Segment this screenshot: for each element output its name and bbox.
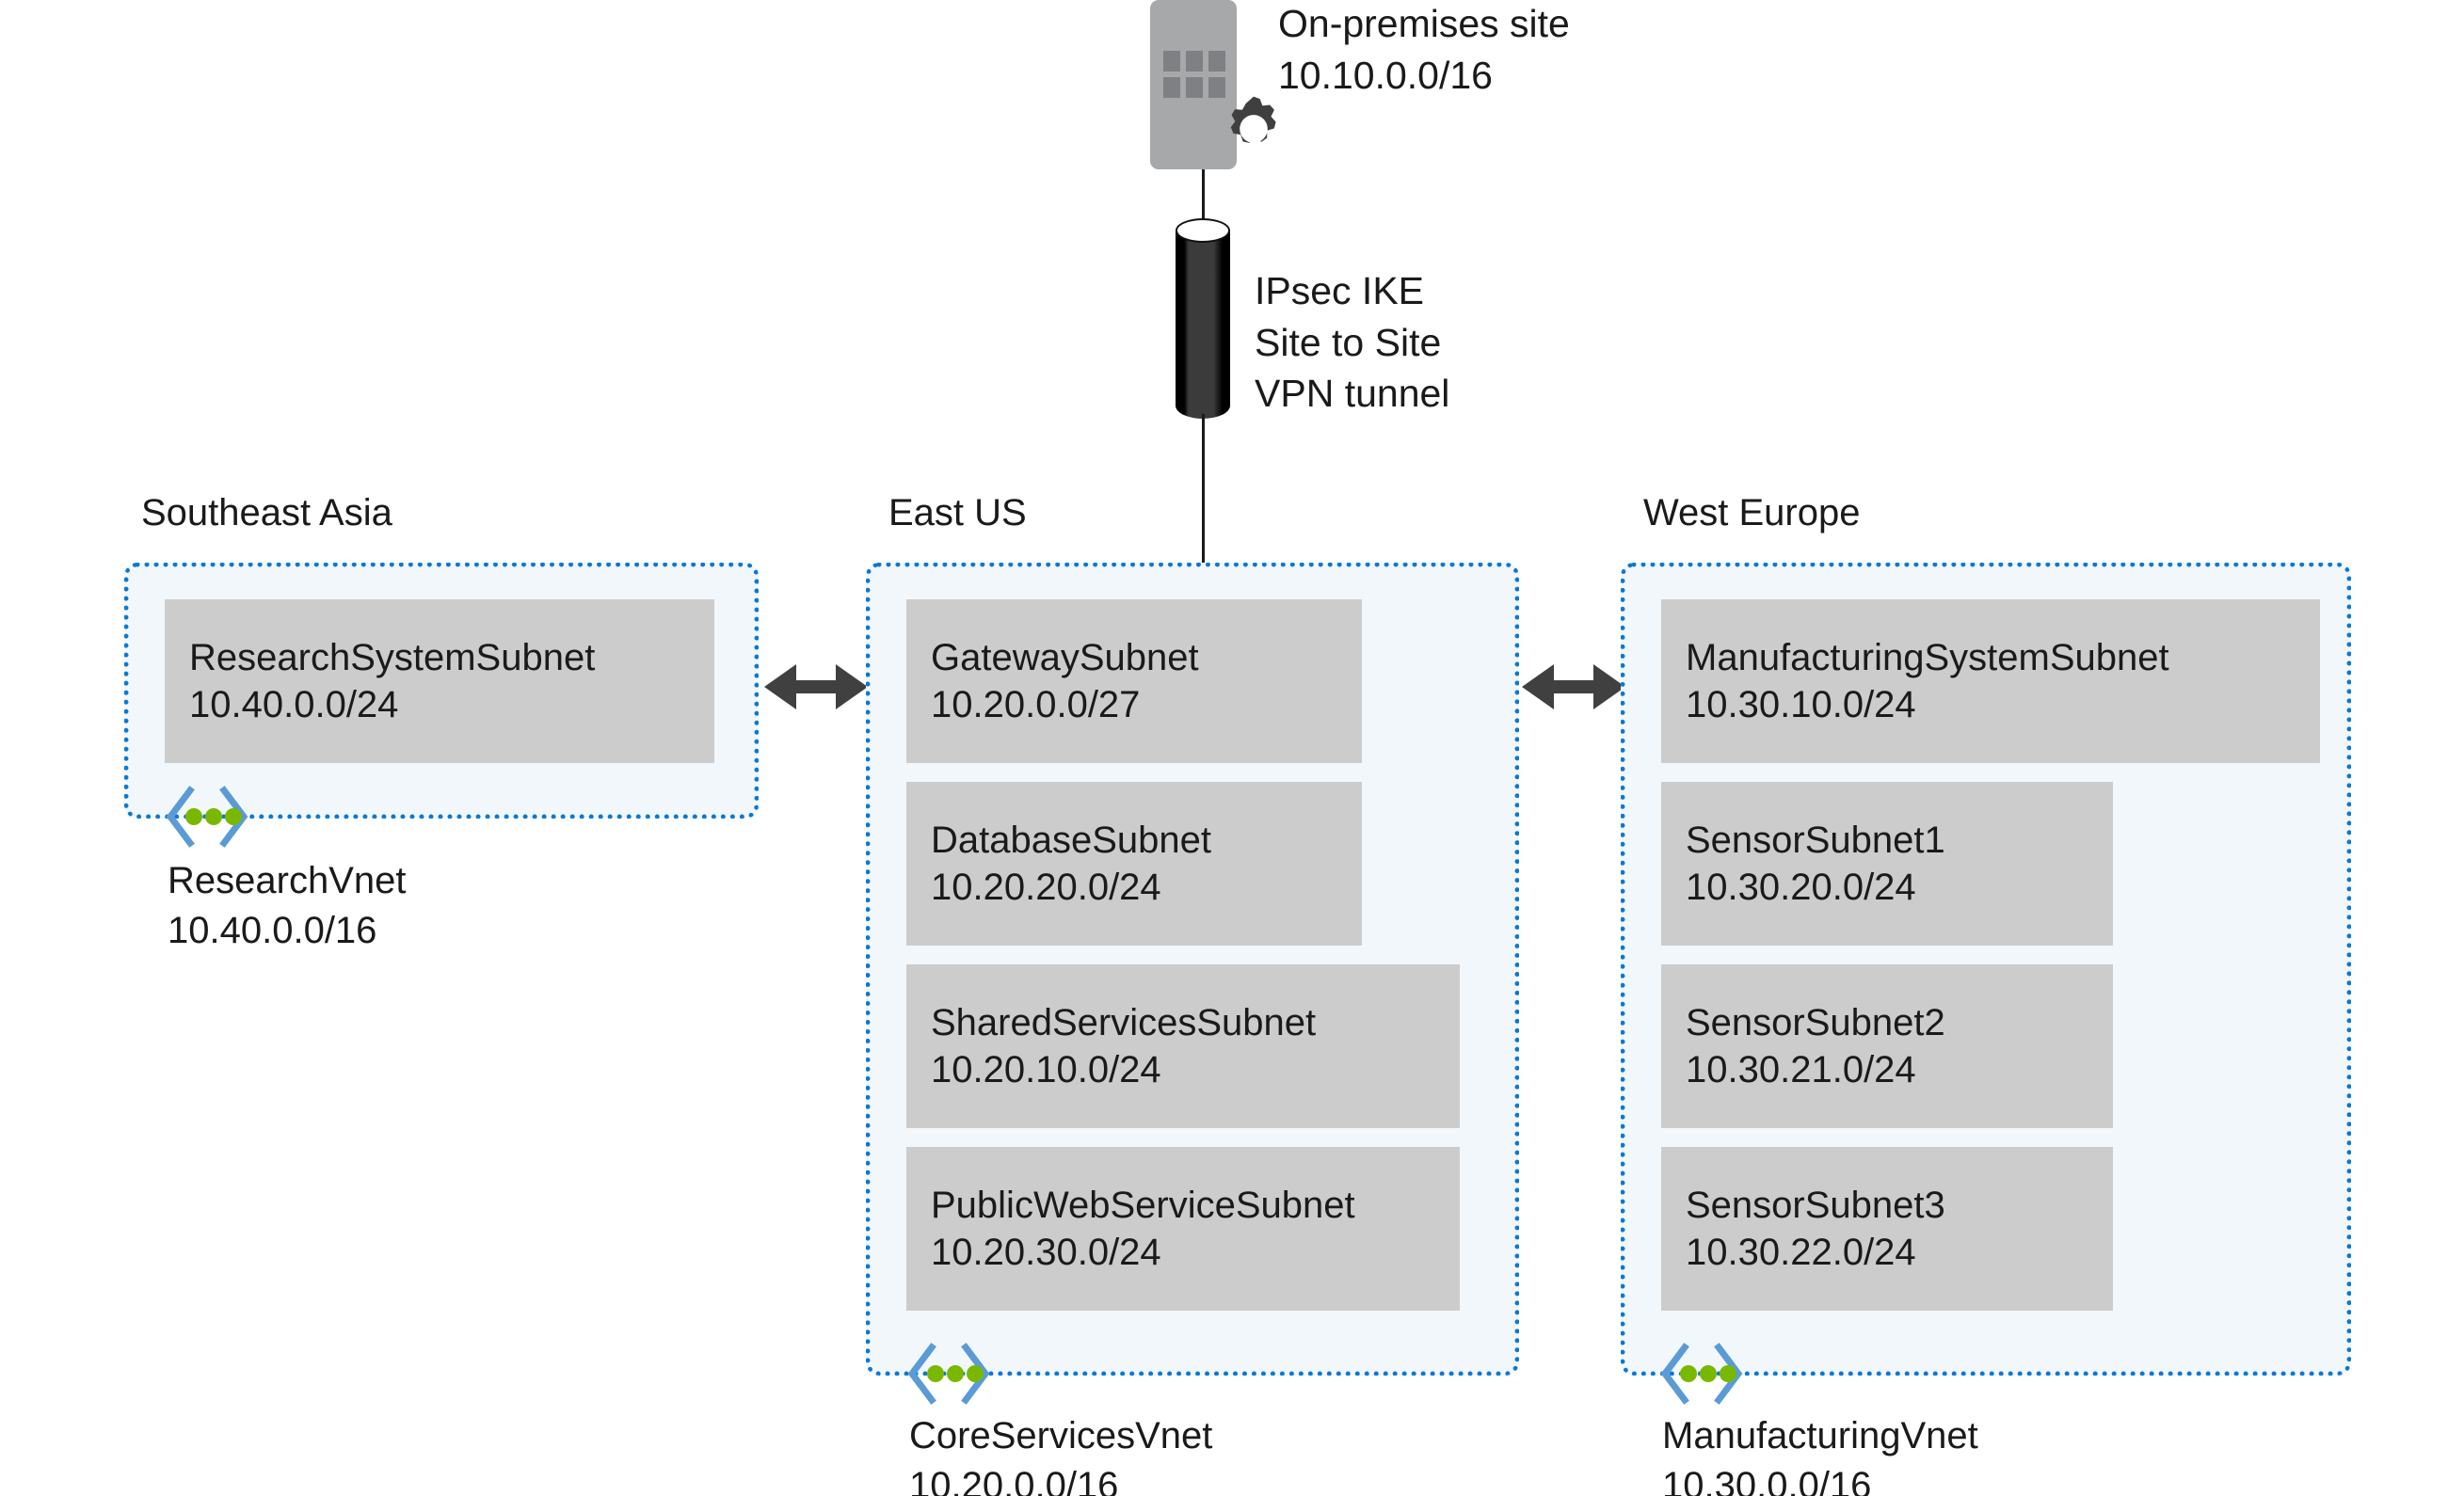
vnet-icon-manufacturing-vnet xyxy=(1656,1343,1747,1405)
subnet-shared-services[interactable]: SharedServicesSubnet 10.20.10.0/24 xyxy=(906,964,1460,1128)
vnet-icon-core-services-vnet xyxy=(904,1343,994,1405)
vnet-peering-arrow-left xyxy=(764,657,868,717)
gear-icon xyxy=(1217,92,1290,166)
vnet-manufacturing-vnet[interactable]: ManufacturingSystemSubnet 10.30.10.0/24 … xyxy=(1621,563,2351,1376)
vnet-core-services-vnet[interactable]: GatewaySubnet 10.20.0.0/27 DatabaseSubne… xyxy=(866,563,1519,1376)
vpn-tunnel-icon xyxy=(1176,231,1230,419)
tunnel-line-upper xyxy=(1202,169,1205,237)
subnet-database[interactable]: DatabaseSubnet 10.20.20.0/24 xyxy=(906,782,1362,946)
subnet-manufacturing-system[interactable]: ManufacturingSystemSubnet 10.30.10.0/24 xyxy=(1661,599,2320,763)
vnet-caption-manufacturing-vnet: ManufacturingVnet 10.30.0.0/16 xyxy=(1662,1415,1978,1496)
vnet-caption-core-services-vnet: CoreServicesVnet 10.20.0.0/16 xyxy=(909,1415,1213,1496)
subnet-research-system[interactable]: ResearchSystemSubnet 10.40.0.0/24 xyxy=(165,599,714,763)
vnet-caption-research-vnet: ResearchVnet 10.40.0.0/16 xyxy=(168,860,407,952)
vnet-icon-research-vnet xyxy=(162,786,252,848)
vnet-research-vnet[interactable]: ResearchSystemSubnet 10.40.0.0/24 xyxy=(124,563,759,819)
subnet-sensor-1[interactable]: SensorSubnet1 10.30.20.0/24 xyxy=(1661,782,2113,946)
vpn-tunnel-cap-icon xyxy=(1176,218,1230,243)
region-label-southeast-asia: Southeast Asia xyxy=(141,492,392,533)
on-premises-site-label: On-premises site 10.10.0.0/16 xyxy=(1278,2,1570,97)
region-label-west-europe: West Europe xyxy=(1643,492,1861,533)
region-label-east-us: East US xyxy=(888,492,1027,533)
server-rack-slots-icon xyxy=(1163,51,1225,98)
tunnel-line-lower xyxy=(1202,414,1205,569)
vpn-tunnel-label: IPsec IKE Site to Site VPN tunnel xyxy=(1255,269,1450,416)
subnet-sensor-2[interactable]: SensorSubnet2 10.30.21.0/24 xyxy=(1661,964,2113,1128)
subnet-sensor-3[interactable]: SensorSubnet3 10.30.22.0/24 xyxy=(1661,1147,2113,1311)
subnet-gateway[interactable]: GatewaySubnet 10.20.0.0/27 xyxy=(906,599,1362,763)
subnet-public-web-service[interactable]: PublicWebServiceSubnet 10.20.30.0/24 xyxy=(906,1147,1460,1311)
vnet-peering-arrow-right xyxy=(1522,657,1625,717)
